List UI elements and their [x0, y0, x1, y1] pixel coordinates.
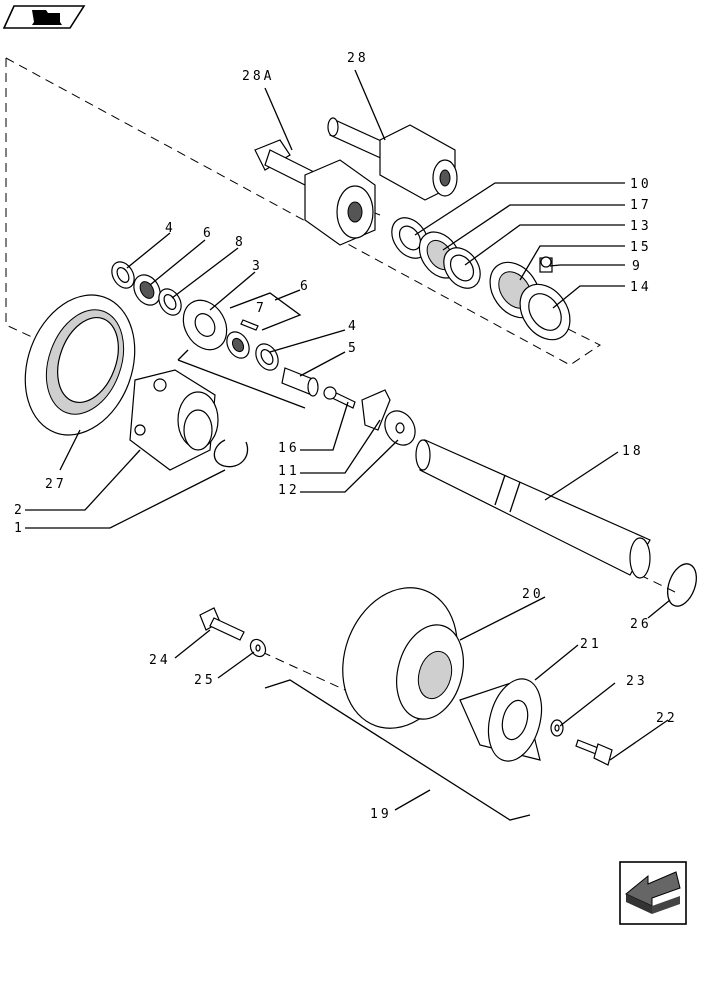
callout-5: 5 — [348, 341, 359, 356]
callout-19: 19 — [370, 807, 392, 822]
callout-28a: 28A — [242, 69, 274, 84]
callout-13: 13 — [630, 219, 652, 234]
planet-gear-3[interactable] — [175, 292, 236, 357]
grease-fitting-9[interactable] — [539, 256, 553, 273]
tapered-hub-21[interactable] — [459, 673, 550, 767]
callout-12: 12 — [278, 483, 300, 498]
sleeve-5[interactable] — [281, 367, 319, 397]
bolt-24[interactable] — [199, 607, 245, 641]
pin-7[interactable] — [240, 319, 259, 331]
group-bracket-6 — [229, 292, 302, 331]
axle-shaft-18[interactable] — [415, 439, 651, 579]
washer-8[interactable] — [154, 285, 185, 319]
shaft-28a[interactable] — [254, 139, 376, 246]
callout-15: 15 — [630, 240, 652, 255]
shaft-28[interactable] — [327, 117, 458, 201]
callout-18: 18 — [622, 444, 644, 459]
callout-20: 20 — [522, 587, 544, 602]
bolt-16[interactable] — [323, 386, 356, 409]
snap-ring-26[interactable] — [662, 560, 701, 610]
navigation-arrow-icon[interactable] — [619, 861, 687, 925]
callout-22: 22 — [656, 711, 678, 726]
cap-14[interactable] — [510, 275, 580, 349]
callout-8: 8 — [235, 235, 246, 250]
washer-12[interactable] — [379, 405, 421, 450]
wheel-hub-20[interactable] — [324, 572, 477, 745]
washer-4-upper[interactable] — [107, 258, 138, 292]
group-bracket-19 — [264, 679, 531, 821]
callout-3: 3 — [252, 259, 263, 274]
callout-10: 10 — [630, 177, 652, 192]
callout-28: 28 — [347, 51, 369, 66]
callout-7: 7 — [256, 301, 267, 316]
washer-25[interactable] — [247, 637, 268, 660]
callout-24: 24 — [149, 653, 171, 668]
callout-4-lower: 4 — [348, 319, 359, 334]
ring-gear-27[interactable] — [7, 280, 154, 451]
callout-26: 26 — [630, 617, 652, 632]
ring-13[interactable] — [436, 241, 487, 295]
callout-4-upper: 4 — [165, 221, 176, 236]
leader-lines — [25, 69, 671, 811]
group-bracket-3 — [177, 349, 306, 409]
callout-2: 2 — [14, 503, 25, 518]
nut-23[interactable] — [550, 719, 564, 737]
lever-11[interactable] — [361, 389, 391, 431]
carrier-2[interactable] — [129, 369, 219, 471]
callout-21: 21 — [580, 637, 602, 652]
bolt-22[interactable] — [575, 739, 613, 766]
housing-15[interactable] — [480, 253, 550, 327]
callout-11: 11 — [278, 464, 300, 479]
book-icon[interactable] — [2, 5, 86, 29]
snap-ring-1[interactable] — [213, 439, 249, 468]
callout-9: 9 — [632, 259, 643, 274]
callout-25: 25 — [194, 673, 216, 688]
callout-23: 23 — [626, 674, 648, 689]
callout-1: 1 — [14, 521, 25, 536]
callout-17: 17 — [630, 198, 652, 213]
bearing-6-lower[interactable] — [222, 328, 253, 362]
washer-4-lower[interactable] — [251, 340, 282, 374]
callout-27: 27 — [45, 477, 67, 492]
callout-14: 14 — [630, 280, 652, 295]
callout-16: 16 — [278, 441, 300, 456]
callout-6-upper: 6 — [203, 226, 214, 241]
callout-6-lower: 6 — [300, 279, 311, 294]
callout-labels: 28 28A 10 17 13 15 9 14 4 6 8 3 6 7 4 5 … — [14, 51, 678, 822]
